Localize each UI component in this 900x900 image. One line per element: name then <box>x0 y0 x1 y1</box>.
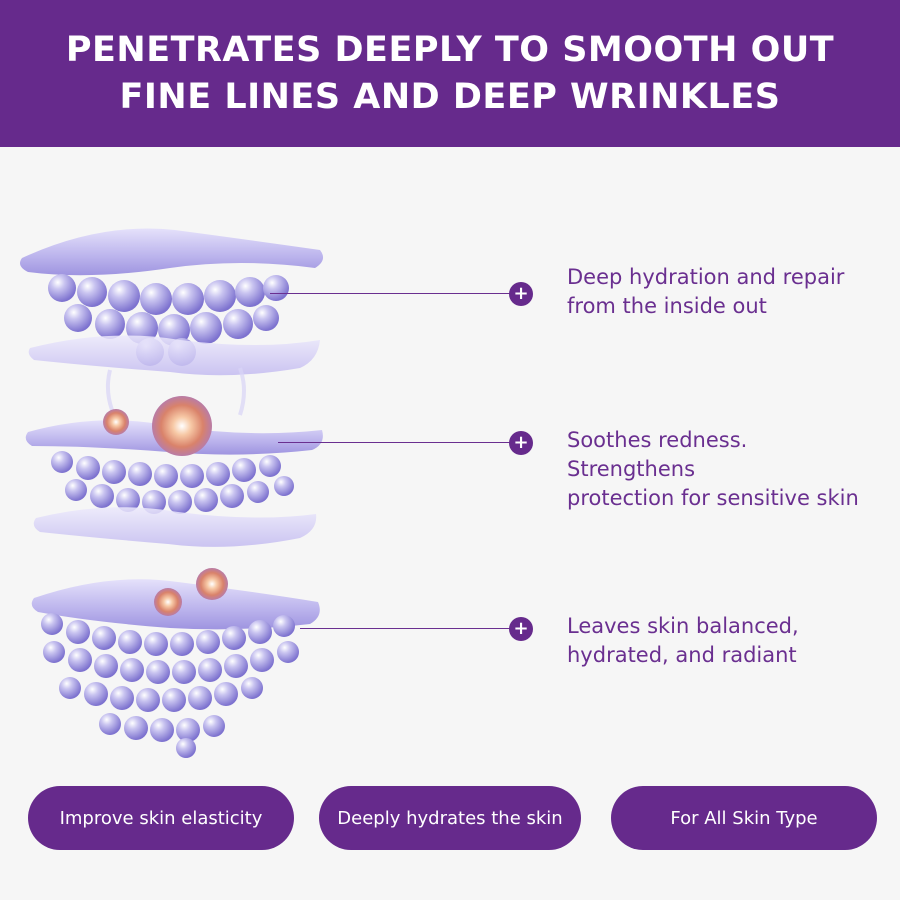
connector-line-1 <box>270 293 510 294</box>
feature-text-2: Soothes redness. Strengthens protection … <box>567 428 859 510</box>
layer-top <box>20 228 324 416</box>
page-title: PENETRATES DEEPLY TO SMOOTH OUT FINE LIN… <box>65 29 835 117</box>
plus-icon: + <box>509 282 533 306</box>
badge-skin-elasticity: Improve skin elasticity <box>28 786 294 850</box>
feature-text-3: Leaves skin balanced, hydrated, and radi… <box>567 614 799 667</box>
plus-icon: + <box>509 431 533 455</box>
plus-icon: + <box>509 617 533 641</box>
connector-line-3 <box>300 628 510 629</box>
skin-layers-illustration <box>20 228 324 758</box>
badge-deeply-hydrates: Deeply hydrates the skin <box>319 786 581 850</box>
layer-middle <box>25 396 323 547</box>
connector-line-2 <box>278 442 510 443</box>
badge-all-skin-type: For All Skin Type <box>611 786 877 850</box>
feature-text-1: Deep hydration and repair from the insid… <box>567 265 845 318</box>
header-banner: PENETRATES DEEPLY TO SMOOTH OUT FINE LIN… <box>0 0 900 147</box>
layer-bottom <box>31 568 320 758</box>
